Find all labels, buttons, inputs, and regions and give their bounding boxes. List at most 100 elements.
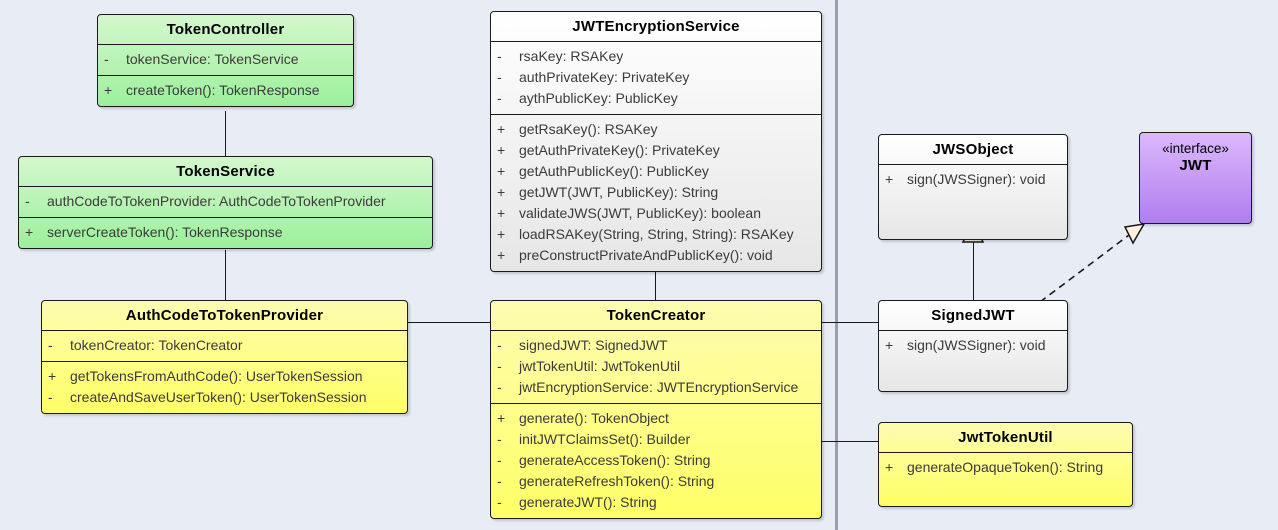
member-signature: getAuthPrivateKey(): PrivateKey xyxy=(519,142,720,158)
class-title-token-service: TokenService xyxy=(176,163,275,180)
member-signature: serverCreateToken(): TokenResponse xyxy=(47,224,283,240)
member-signature: jwtEncryptionService: JWTEncryptionServi… xyxy=(519,379,799,395)
class-member: - generateJWT(): String xyxy=(491,492,821,513)
class-member: - initJWTClaimsSet(): Builder xyxy=(491,429,821,450)
class-methods-jws-object: + sign(JWSSigner): void xyxy=(879,164,1067,195)
class-member: + generateOpaqueToken(): String xyxy=(879,457,1132,478)
member-signature: createToken(): TokenResponse xyxy=(126,82,320,98)
class-member: - signedJWT: SignedJWT xyxy=(491,335,821,356)
class-attributes-token-service: - authCodeToTokenProvider: AuthCodeToTok… xyxy=(19,186,432,217)
visibility-marker: - xyxy=(497,90,502,106)
visibility-marker: + xyxy=(497,226,506,242)
visibility-marker: + xyxy=(104,82,113,98)
class-member: + getRsaKey(): RSAKey xyxy=(491,119,821,140)
class-box-jwt-interface[interactable]: «interface» JWT xyxy=(1139,132,1252,224)
class-member: - rsaKey: RSAKey xyxy=(491,46,821,67)
class-title-token-creator: TokenCreator xyxy=(606,307,706,324)
member-signature: preConstructPrivateAndPublicKey(): void xyxy=(519,247,773,263)
class-methods-token-creator: + generate(): TokenObject - initJWTClaim… xyxy=(491,403,821,518)
class-box-jwt-token-util[interactable]: JwtTokenUtil + generateOpaqueToken(): St… xyxy=(878,422,1133,507)
class-title-token-controller: TokenController xyxy=(166,21,285,38)
class-member: + getJWT(JWT, PublicKey): String xyxy=(491,182,821,203)
visibility-marker: - xyxy=(497,48,502,64)
class-box-token-service[interactable]: TokenService - authCodeToTokenProvider: … xyxy=(18,156,433,249)
class-methods-jwt-token-util: + generateOpaqueToken(): String xyxy=(879,452,1132,483)
class-title-jwt: JWT xyxy=(1179,157,1212,174)
member-signature: getJWT(JWT, PublicKey): String xyxy=(519,184,719,200)
member-signature: authCodeToTokenProvider: AuthCodeToToken… xyxy=(47,193,386,209)
class-methods-jwt-encryption-service: + getRsaKey(): RSAKey + getAuthPrivateKe… xyxy=(491,114,821,271)
class-title-auth-code-to-token-provider: AuthCodeToTokenProvider xyxy=(125,307,324,324)
class-member: + loadRSAKey(String, String, String): RS… xyxy=(491,224,821,245)
member-signature: generateAccessToken(): String xyxy=(519,452,711,468)
visibility-marker: - xyxy=(48,389,53,405)
class-member: - authCodeToTokenProvider: AuthCodeToTok… xyxy=(19,191,432,212)
visibility-marker: - xyxy=(497,337,502,353)
connector-authcodetotokenprovider-tokencreator xyxy=(408,322,490,323)
member-signature: loadRSAKey(String, String, String): RSAK… xyxy=(519,226,794,242)
connector-tokencreator-signedjwt xyxy=(822,322,878,323)
class-member: - tokenCreator: TokenCreator xyxy=(42,335,407,356)
member-signature: jwtTokenUtil: JwtTokenUtil xyxy=(519,358,681,374)
class-box-auth-code-to-token-provider[interactable]: AuthCodeToTokenProvider - tokenCreator: … xyxy=(41,300,408,414)
class-member: + getAuthPrivateKey(): PrivateKey xyxy=(491,140,821,161)
visibility-marker: - xyxy=(104,51,109,67)
visibility-marker: - xyxy=(497,452,502,468)
member-signature: initJWTClaimsSet(): Builder xyxy=(519,431,691,447)
class-box-token-controller[interactable]: TokenController - tokenService: TokenSer… xyxy=(97,14,354,107)
visibility-marker: - xyxy=(497,473,502,489)
visibility-marker: + xyxy=(25,224,34,240)
visibility-marker: + xyxy=(885,171,894,187)
member-signature: generateOpaqueToken(): String xyxy=(907,459,1104,475)
page-divider xyxy=(835,0,838,530)
class-member: - generateAccessToken(): String xyxy=(491,450,821,471)
realization-arrowhead-jwt xyxy=(1123,223,1146,245)
connector-signedjwt-jwsobject xyxy=(973,240,974,300)
member-signature: generateJWT(): String xyxy=(519,494,657,510)
visibility-marker: + xyxy=(497,142,506,158)
class-box-jwt-encryption-service[interactable]: JWTEncryptionService - rsaKey: RSAKey - … xyxy=(490,11,822,272)
class-attributes-jwt-encryption-service: - rsaKey: RSAKey - authPrivateKey: Priva… xyxy=(491,41,821,114)
member-signature: tokenService: TokenService xyxy=(126,51,299,67)
class-title-jwt-token-util: JwtTokenUtil xyxy=(958,429,1053,446)
class-box-token-creator[interactable]: TokenCreator - signedJWT: SignedJWT - jw… xyxy=(490,300,822,519)
connector-jwtencryptionservice-tokencreator xyxy=(655,255,656,300)
member-signature: generate(): TokenObject xyxy=(519,410,669,426)
visibility-marker: + xyxy=(497,121,506,137)
class-member: + serverCreateToken(): TokenResponse xyxy=(19,222,432,243)
visibility-marker: + xyxy=(48,368,57,384)
member-signature: authPrivateKey: PrivateKey xyxy=(519,69,690,85)
class-box-signed-jwt[interactable]: SignedJWT + sign(JWSSigner): void xyxy=(878,300,1068,392)
visibility-marker: + xyxy=(497,205,506,221)
class-member: + getTokensFromAuthCode(): UserTokenSess… xyxy=(42,366,407,387)
connector-tokencreator-jwttokenutil xyxy=(822,441,878,442)
visibility-marker: + xyxy=(497,163,506,179)
member-signature: tokenCreator: TokenCreator xyxy=(70,337,243,353)
class-member: - jwtTokenUtil: JwtTokenUtil xyxy=(491,356,821,377)
class-title-jwt-encryption-service: JWTEncryptionService xyxy=(572,18,740,35)
visibility-marker: - xyxy=(497,431,502,447)
class-title-jws-object: JWSObject xyxy=(932,141,1014,158)
class-attributes-token-controller: - tokenService: TokenService xyxy=(98,44,353,75)
class-attributes-token-creator: - signedJWT: SignedJWT - jwtTokenUtil: J… xyxy=(491,330,821,403)
member-signature: sign(JWSSigner): void xyxy=(907,171,1046,187)
connector-tokencontroller-tokenservice xyxy=(225,111,226,156)
class-methods-token-controller: + createToken(): TokenResponse xyxy=(98,75,353,106)
class-member: + preConstructPrivateAndPublicKey(): voi… xyxy=(491,245,821,266)
connector-tokenservice-authcodetotokenprovider xyxy=(225,250,226,300)
class-member: + generate(): TokenObject xyxy=(491,408,821,429)
member-signature: generateRefreshToken(): String xyxy=(519,473,715,489)
class-member: + sign(JWSSigner): void xyxy=(879,169,1067,190)
visibility-marker: - xyxy=(25,193,30,209)
class-stereotype-jwt: «interface» xyxy=(1162,141,1229,156)
class-member: + sign(JWSSigner): void xyxy=(879,335,1067,356)
class-methods-auth-code-to-token-provider: + getTokensFromAuthCode(): UserTokenSess… xyxy=(42,361,407,413)
class-methods-signed-jwt: + sign(JWSSigner): void xyxy=(879,330,1067,361)
visibility-marker: - xyxy=(497,379,502,395)
visibility-marker: - xyxy=(48,337,53,353)
class-member: - jwtEncryptionService: JWTEncryptionSer… xyxy=(491,377,821,398)
class-box-jws-object[interactable]: JWSObject + sign(JWSSigner): void xyxy=(878,134,1068,240)
realization-dashed-line-jwt xyxy=(1039,231,1134,303)
visibility-marker: + xyxy=(885,459,894,475)
